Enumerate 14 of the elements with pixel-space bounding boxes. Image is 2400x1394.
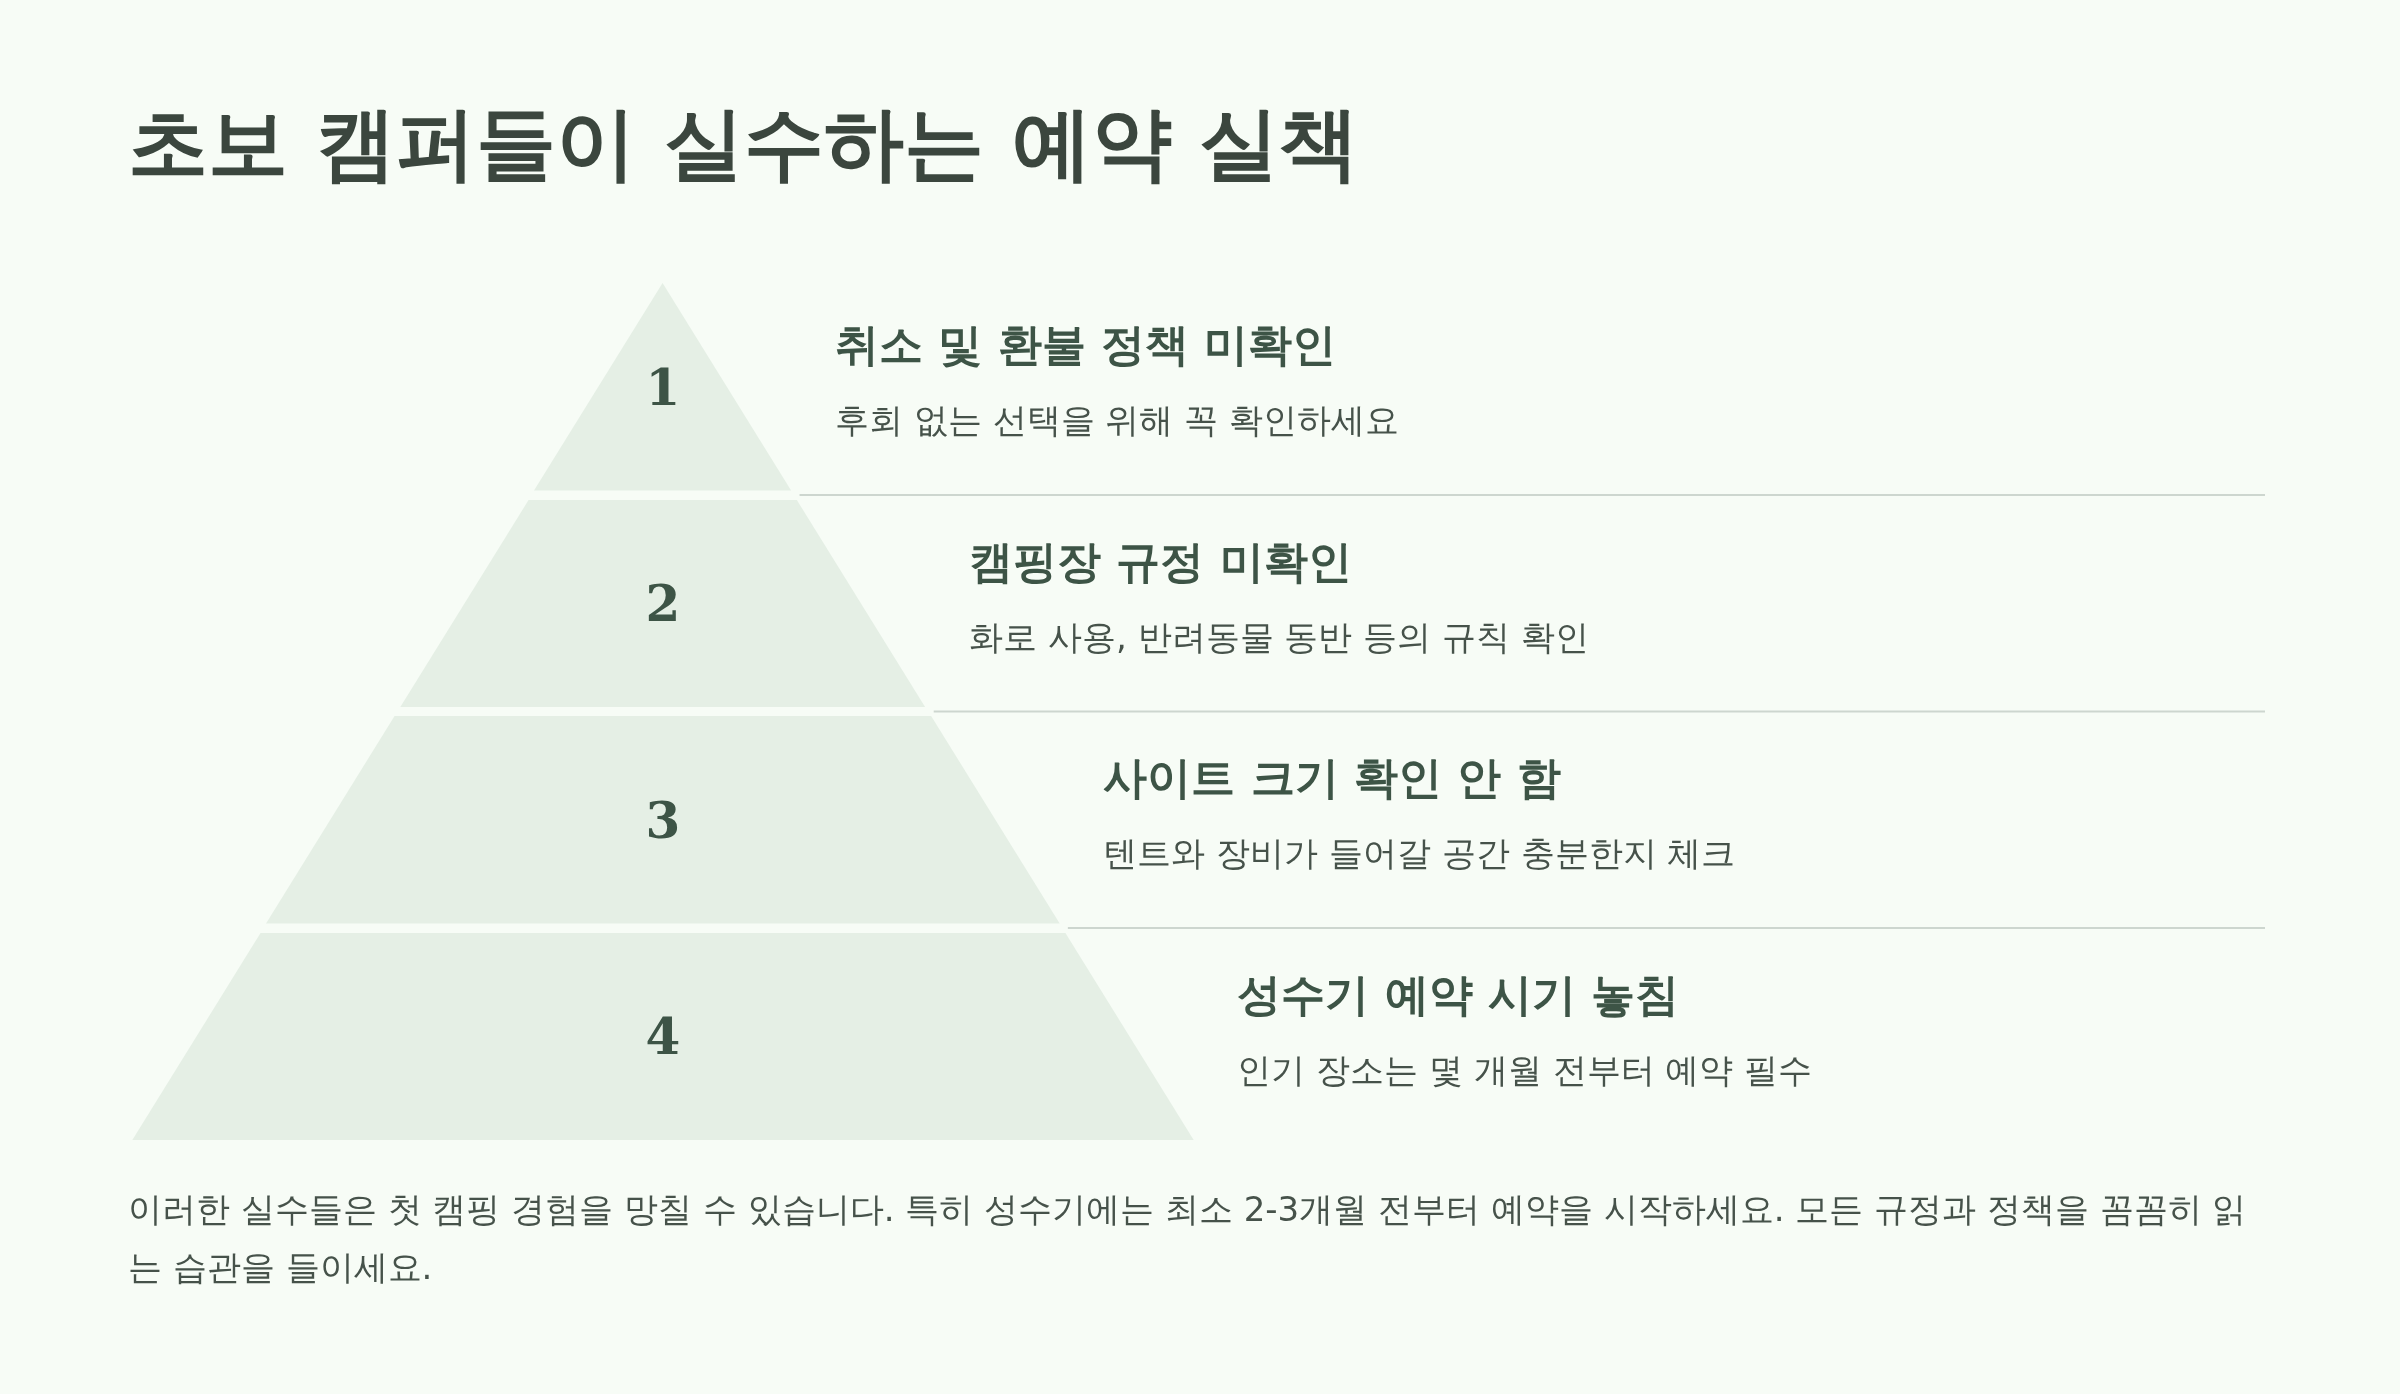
title: 초보 캠퍼들이 실수하는 예약 실책 [128,100,1360,188]
layer-number: 3 [645,790,681,850]
item-heading: 성수기 예약 시기 놓침 [1237,968,1680,1022]
layer-number: 1 [645,357,681,417]
caption: 이러한 실수들은 첫 캠핑 경험을 망칠 수 있습니다. 특히 성수기에는 최소 2-3개월 전부터 예약을 시작하세요. 모든 규정과 정책을 꼼꼼히 읽는 습관을 들이세요. [128,1188,2248,1289]
layer-number: 2 [645,573,681,633]
item-description: 화로 사용, 반려동물 동반 등의 규칙 확인 [969,616,1589,658]
item-heading: 취소 및 환불 정책 미확인 [835,319,1337,372]
item-description: 텐트와 장비가 들어갈 공간 충분한지 체크 [1103,833,1736,874]
layer-number: 4 [645,1006,681,1066]
item-heading: 캠핑장 규정 미확인 [969,535,1352,589]
item-description: 인기 장소는 몇 개월 전부터 예약 필수 [1237,1049,1813,1091]
item-description: 후회 없는 선택을 위해 꼭 확인하세요 [835,400,1400,441]
item-heading: 사이트 크기 확인 안 함 [1103,752,1561,805]
